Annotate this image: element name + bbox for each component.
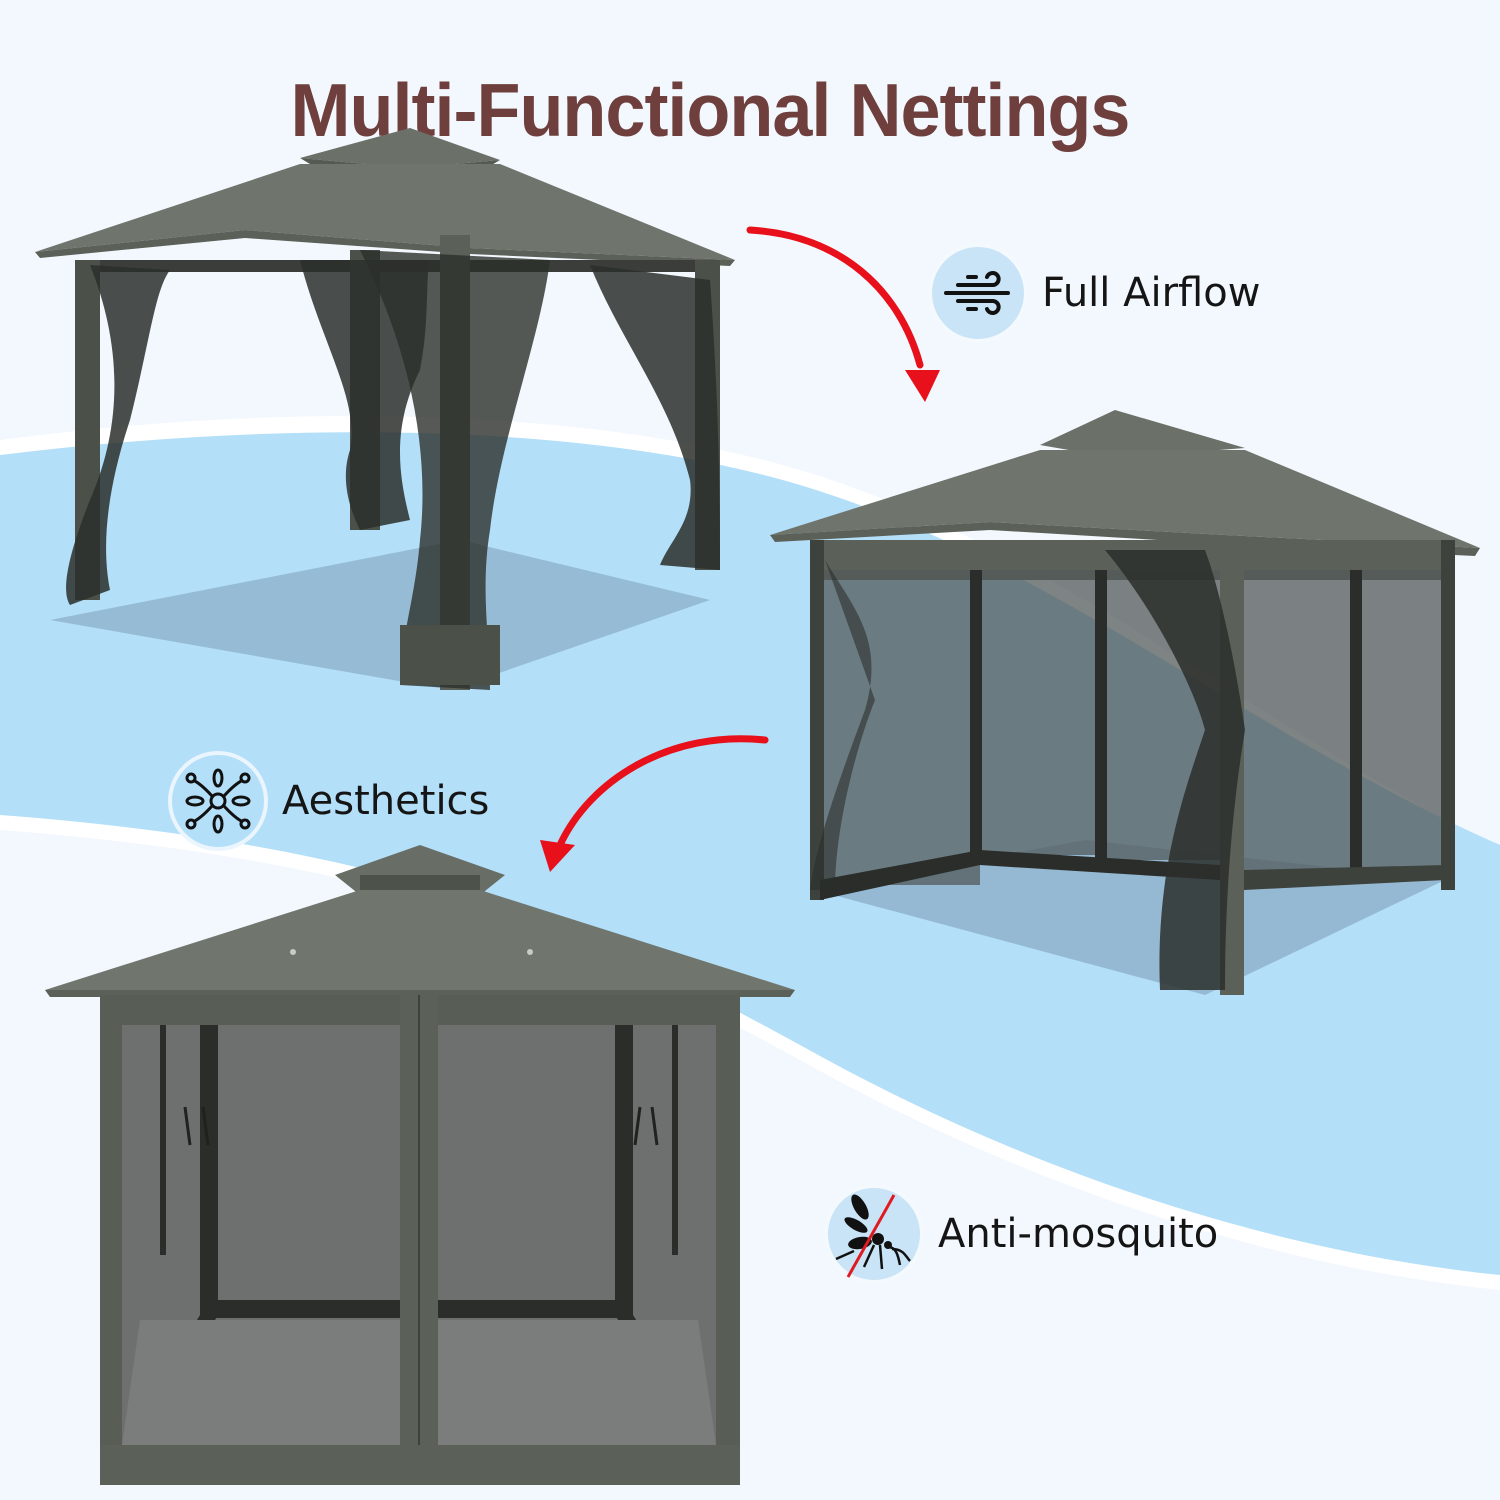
- feature-full-airflow: Full Airflow: [928, 243, 1260, 343]
- feature-anti-mosquito: Anti-mosquito: [824, 1184, 1218, 1284]
- decorative-pattern-icon: [185, 768, 251, 834]
- feature-label: Full Airflow: [1042, 270, 1261, 316]
- badge: [928, 243, 1028, 343]
- wind-icon: [944, 271, 1010, 315]
- gazebo-fully-enclosed-image: [45, 845, 795, 1485]
- arrow-down-icon: [746, 226, 940, 402]
- badge: [168, 751, 268, 851]
- feature-aesthetics: Aesthetics: [168, 751, 489, 851]
- arrow-down-left-icon: [540, 735, 769, 872]
- gazebo-curtains-tied-image: [35, 128, 735, 690]
- no-mosquito-icon: [835, 1194, 911, 1278]
- gazebo-partly-open-image: [770, 410, 1480, 995]
- feature-label: Aesthetics: [282, 778, 490, 824]
- badge: [824, 1184, 924, 1284]
- feature-label: Anti-mosquito: [938, 1211, 1219, 1257]
